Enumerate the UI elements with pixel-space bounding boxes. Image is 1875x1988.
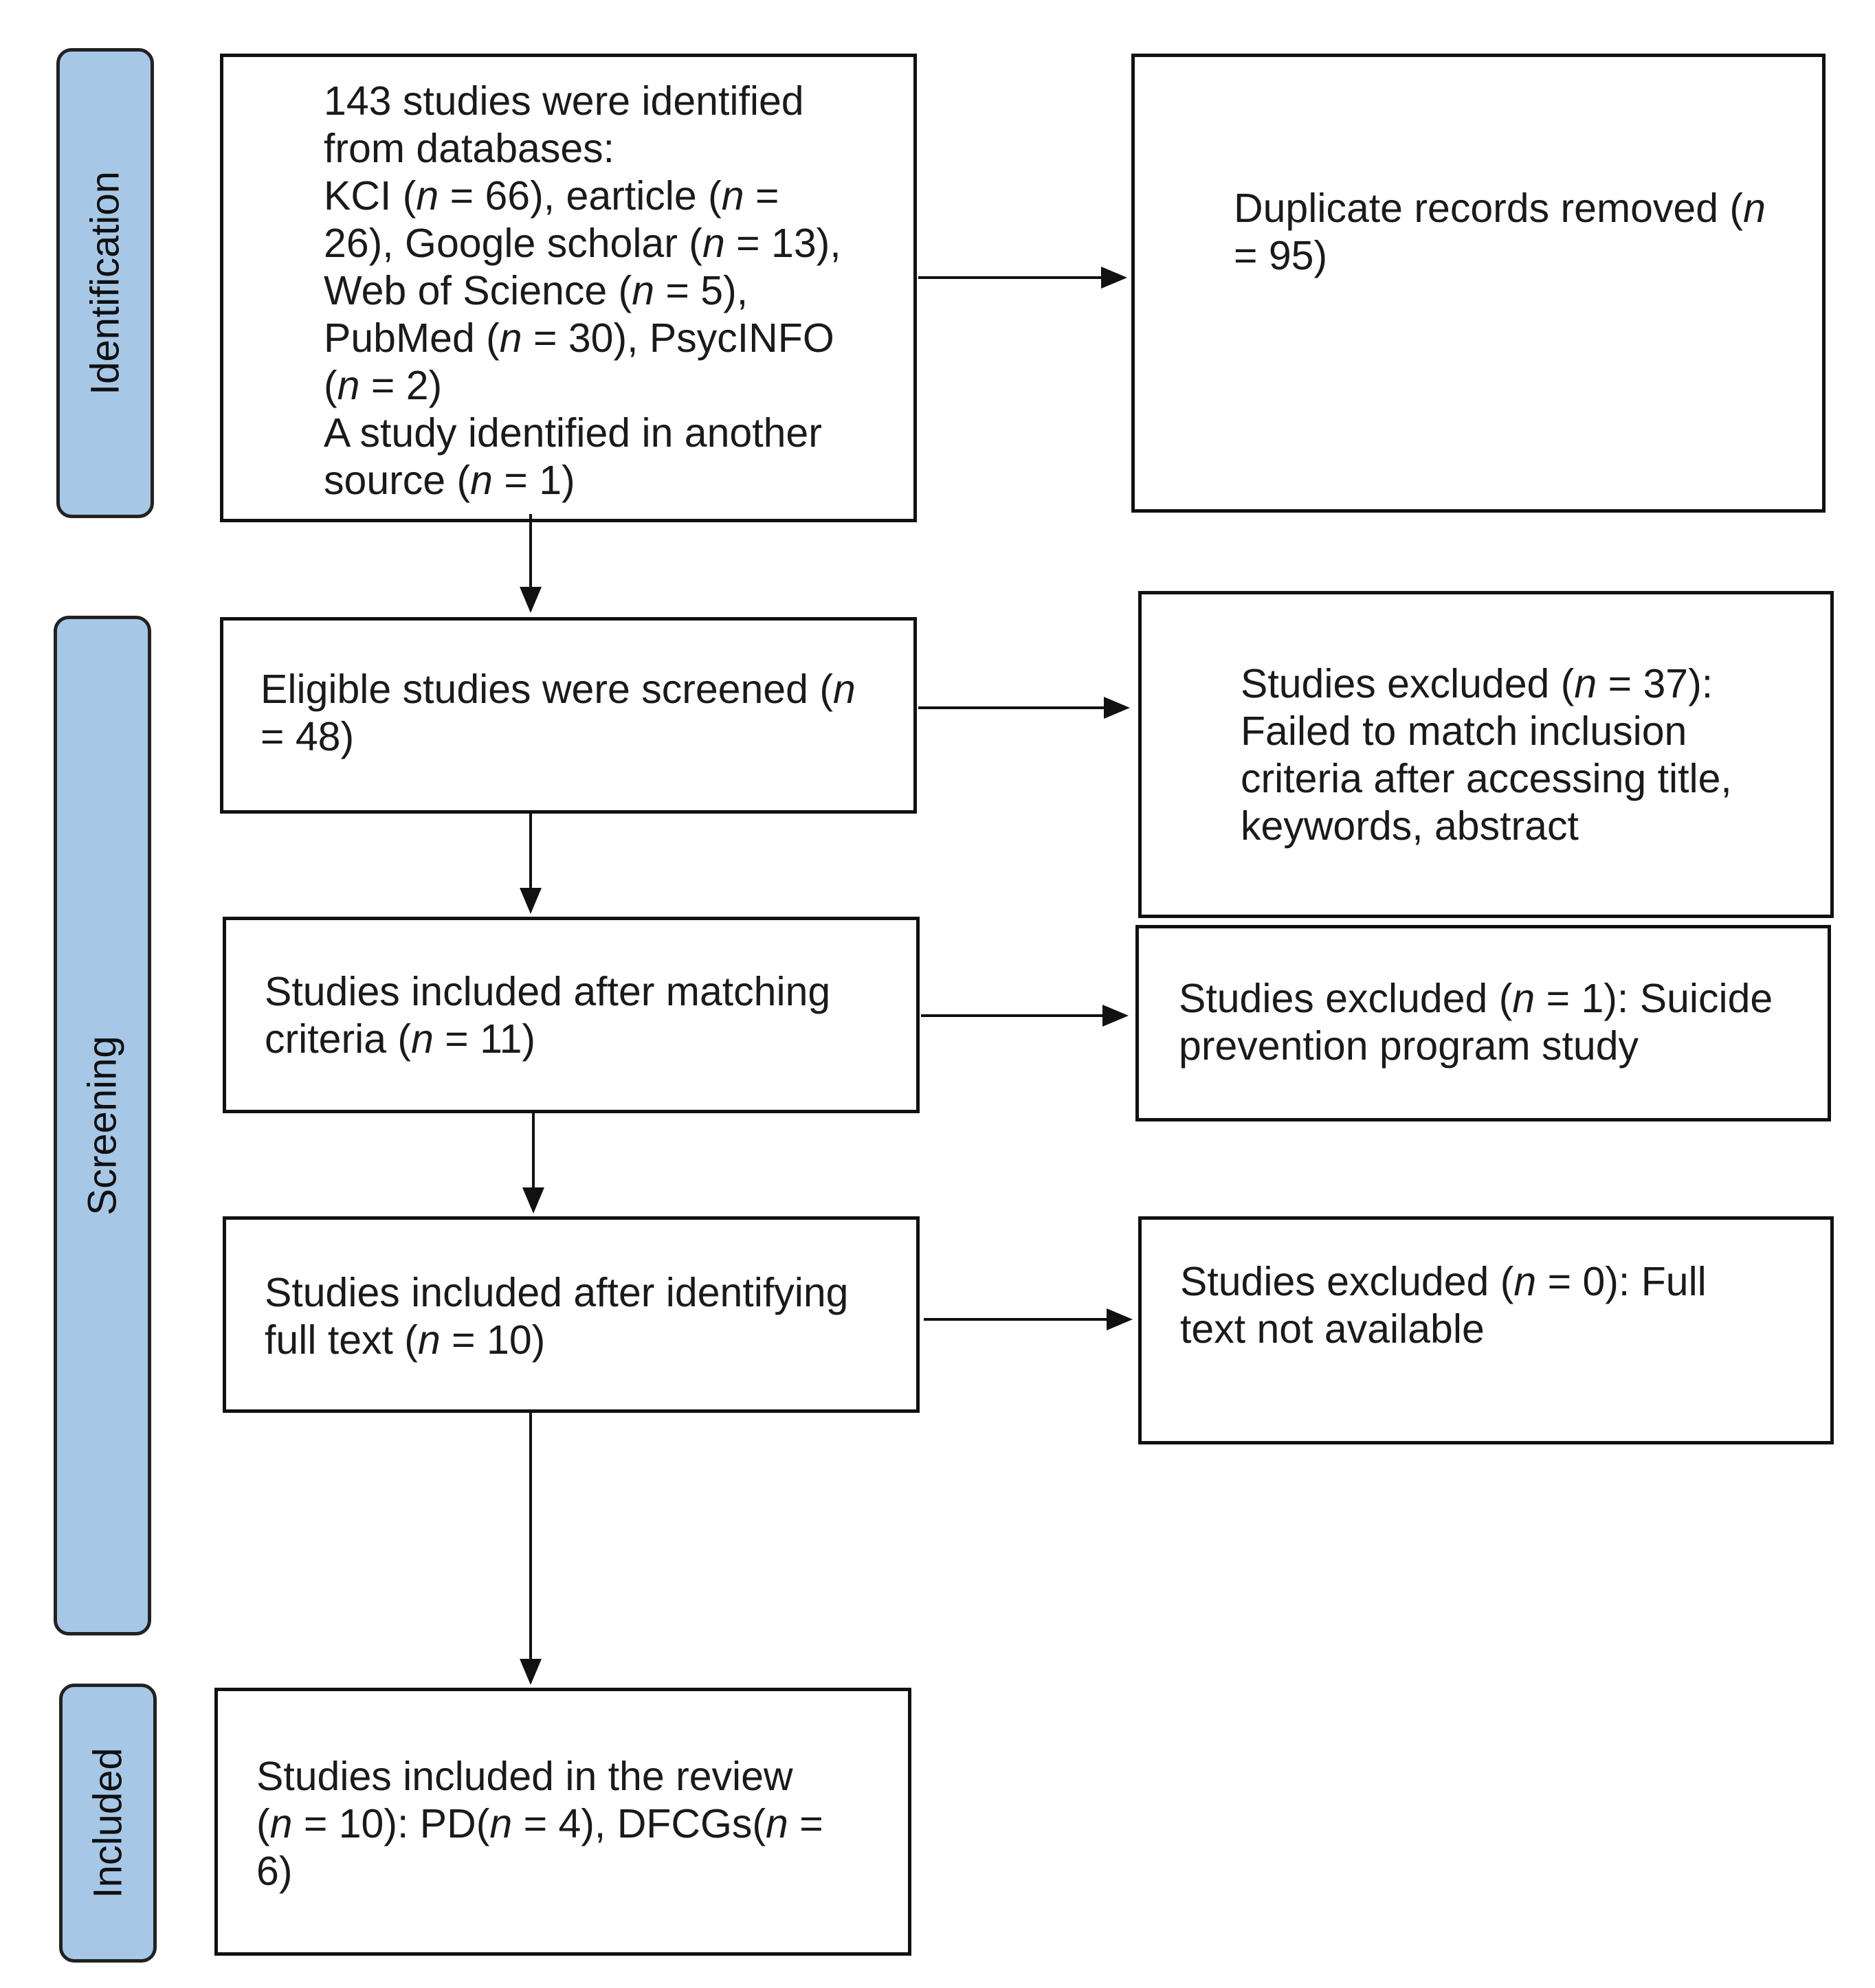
arrowhead: [1104, 697, 1130, 719]
identified-line: KCI (n = 66), earticle (n =: [324, 173, 779, 219]
fulltext-line: full text (n = 10): [265, 1317, 546, 1363]
matched-line: criteria (n = 11): [265, 1016, 536, 1062]
excluded-1-line: prevention program study: [1179, 1023, 1639, 1069]
excluded-37-line: Studies excluded (n = 37):: [1241, 661, 1713, 706]
box-studies-included-review: Studies included in the review (n = 10):…: [214, 1688, 911, 1956]
identified-line: PubMed (n = 30), PsycINFO: [324, 315, 834, 361]
arrowhead: [520, 1659, 542, 1685]
arrowhead: [520, 587, 542, 613]
box-excluded-suicide-prevention: Studies excluded (n = 1): Suicide preven…: [1135, 925, 1831, 1121]
excluded-1-line: Studies excluded (n = 1): Suicide: [1179, 976, 1773, 1021]
review-line: (n = 10): PD(n = 4), DFCGs(n =: [256, 1801, 823, 1846]
matched-line: Studies included after matching: [265, 969, 831, 1014]
identified-line: from databases:: [324, 126, 615, 171]
box-studies-screened: Eligible studies were screened (n = 48): [220, 617, 917, 814]
box-duplicates-removed: Duplicate records removed (n = 95): [1131, 54, 1826, 513]
box-studies-full-text: Studies included after identifying full …: [223, 1216, 920, 1413]
identified-line: 143 studies were identified: [324, 78, 804, 124]
screened-line: = 48): [260, 714, 355, 759]
duplicates-line: Duplicate records removed (n: [1234, 186, 1766, 231]
box-excluded-full-text-unavailable: Studies excluded (n = 0): Full text not …: [1138, 1216, 1834, 1444]
arrowhead: [1107, 1308, 1133, 1330]
identified-line: Web of Science (n = 5),: [324, 268, 748, 313]
review-line: Studies included in the review: [256, 1754, 793, 1799]
screened-line: Eligible studies were screened (n: [260, 667, 856, 712]
identified-line: source (n = 1): [324, 458, 575, 503]
fulltext-line: Studies included after identifying: [265, 1270, 849, 1315]
excluded-37-line: keywords, abstract: [1241, 803, 1579, 849]
duplicates-line: = 95): [1234, 233, 1328, 278]
excluded-0-line: text not available: [1180, 1306, 1485, 1352]
phase-identification: Identification: [56, 48, 154, 518]
excluded-0-line: Studies excluded (n = 0): Full: [1180, 1259, 1707, 1304]
identified-line: 26), Google scholar (n = 13),: [324, 221, 841, 266]
identified-line: A study identified in another: [324, 410, 822, 456]
arrowhead: [1102, 1005, 1129, 1027]
arrowhead: [520, 888, 542, 914]
excluded-37-line: Failed to match inclusion: [1241, 708, 1687, 754]
review-line: 6): [256, 1849, 293, 1894]
box-records-identified: 143 studies were identified from databas…: [220, 54, 917, 522]
arrowhead: [1101, 267, 1127, 289]
arrowhead: [522, 1187, 544, 1214]
phase-screening: Screening: [54, 616, 151, 1635]
identified-line: (n = 2): [324, 363, 443, 408]
phase-included: Included: [59, 1684, 157, 1963]
box-excluded-title-abstract: Studies excluded (n = 37): Failed to mat…: [1138, 591, 1834, 918]
excluded-37-line: criteria after accessing title,: [1241, 756, 1732, 801]
box-studies-matched-criteria: Studies included after matching criteria…: [223, 917, 920, 1113]
